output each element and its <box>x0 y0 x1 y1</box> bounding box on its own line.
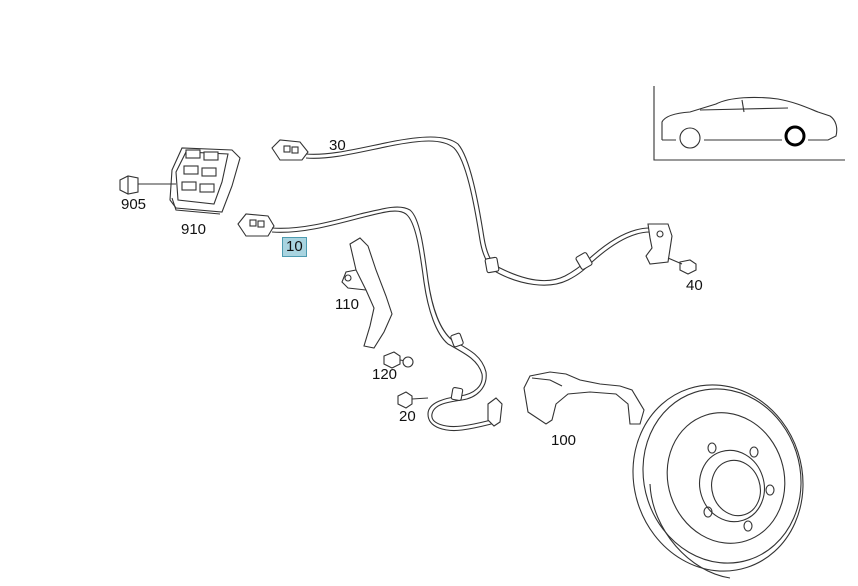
label-40[interactable]: 40 <box>686 277 703 294</box>
label-120[interactable]: 120 <box>372 366 398 383</box>
brake-disc <box>632 384 804 579</box>
label-100[interactable]: 100 <box>551 432 577 449</box>
cable-10 <box>237 206 503 432</box>
car-inset <box>653 86 845 161</box>
control-unit-910 <box>138 147 241 215</box>
cable-30 <box>271 136 651 286</box>
bracket-110 <box>341 237 393 349</box>
dust-shield-100 <box>523 371 645 425</box>
label-905[interactable]: 905 <box>121 196 147 213</box>
bolt-120 <box>383 351 414 369</box>
rear-wheel <box>679 127 701 149</box>
car-side-icon <box>661 96 838 141</box>
label-10-highlighted[interactable]: 10 <box>282 237 307 257</box>
label-110[interactable]: 110 <box>335 296 359 313</box>
label-20[interactable]: 20 <box>399 408 416 425</box>
clip-905 <box>119 175 139 195</box>
label-30[interactable]: 30 <box>329 137 346 154</box>
sensor-mount-40 <box>645 223 697 275</box>
label-910[interactable]: 910 <box>181 221 207 238</box>
bolt-20 <box>397 391 429 409</box>
front-wheel-marked <box>784 125 806 147</box>
